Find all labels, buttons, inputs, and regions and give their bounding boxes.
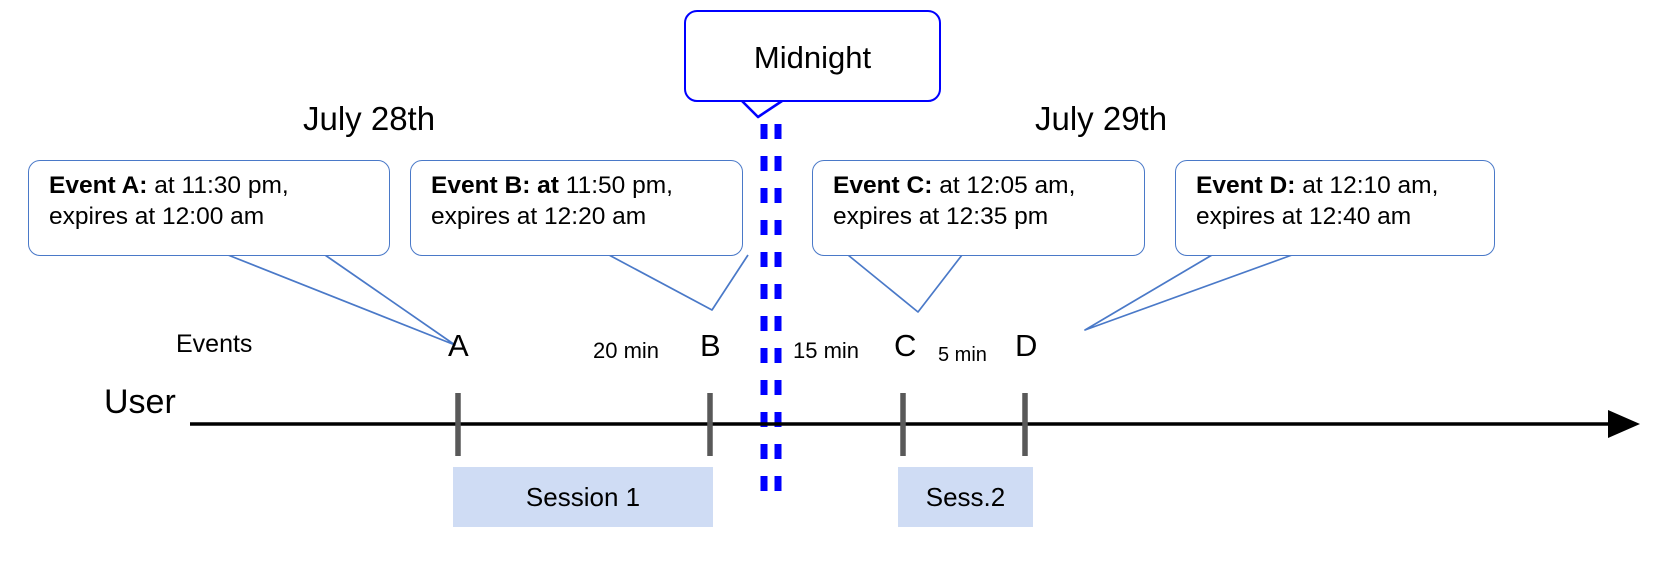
session-box-2-label: Sess.2 — [925, 481, 1006, 512]
callout-event-b-line1: Event B: at 11:50 pm, — [431, 170, 742, 201]
date-label-july-29: July 29th — [1035, 100, 1168, 137]
timeline-arrowhead — [1608, 410, 1640, 438]
callout-event-b-bold: Event B: at — [431, 172, 559, 199]
callout-event-c-line2: expires at 12:35 pm — [833, 203, 1049, 231]
callout-event-a-line1: Event A: at 11:30 pm, — [49, 170, 389, 201]
callout-b-tail — [608, 254, 749, 311]
row-label-user: User — [104, 383, 176, 421]
callout-event-b-line2: expires at 12:20 am — [431, 203, 647, 231]
callout-event-d-rest: at 12:10 am, — [1295, 172, 1439, 199]
callout-c-tail — [847, 254, 963, 313]
row-label-events: Events — [176, 330, 253, 358]
tick-label-b: B — [700, 328, 721, 363]
tick-label-a: A — [448, 328, 469, 363]
callout-event-d: Event D: at 12:10 am, expires at 12:40 a… — [1175, 160, 1495, 256]
callout-event-c-rest: at 12:05 am, — [932, 172, 1076, 199]
tick-label-c: C — [894, 328, 917, 363]
date-label-july-28: July 28th — [303, 100, 436, 137]
callout-event-d-line2: expires at 12:40 am — [1196, 203, 1412, 231]
callout-event-c: Event C: at 12:05 am, expires at 12:35 p… — [812, 160, 1145, 256]
callout-event-d-bold: Event D: — [1196, 172, 1296, 199]
callout-event-b: Event B: at 11:50 pm, expires at 12:20 a… — [410, 160, 743, 256]
session-box-1: Session 1 — [453, 467, 713, 527]
interval-label-a-to-b: 20 min — [593, 338, 660, 363]
tick-label-d: D — [1015, 328, 1038, 363]
callout-event-a-bold: Event A: — [49, 172, 148, 199]
session-box-2: Sess.2 — [898, 467, 1033, 527]
callout-event-c-line1: Event C: at 12:05 am, — [833, 170, 1144, 201]
callout-event-a-rest: at 11:30 pm, — [147, 172, 289, 199]
callout-event-b-rest: 11:50 pm, — [558, 172, 673, 199]
callout-event-a: Event A: at 11:30 pm, expires at 12:00 a… — [28, 160, 390, 256]
midnight-label: Midnight — [753, 40, 872, 75]
callout-event-a-line2: expires at 12:00 am — [49, 203, 265, 231]
session-box-1-label: Session 1 — [525, 481, 641, 512]
callout-a-tail — [227, 254, 456, 346]
callout-event-d-line1: Event D: at 12:10 am, — [1196, 170, 1494, 201]
interval-label-c-to-d: 5 min — [938, 344, 987, 366]
callout-d-tail — [1084, 254, 1293, 331]
callout-event-c-bold: Event C: — [833, 172, 933, 199]
midnight-callout: Midnight — [684, 10, 941, 102]
interval-label-b-to-c: 15 min — [793, 338, 860, 363]
